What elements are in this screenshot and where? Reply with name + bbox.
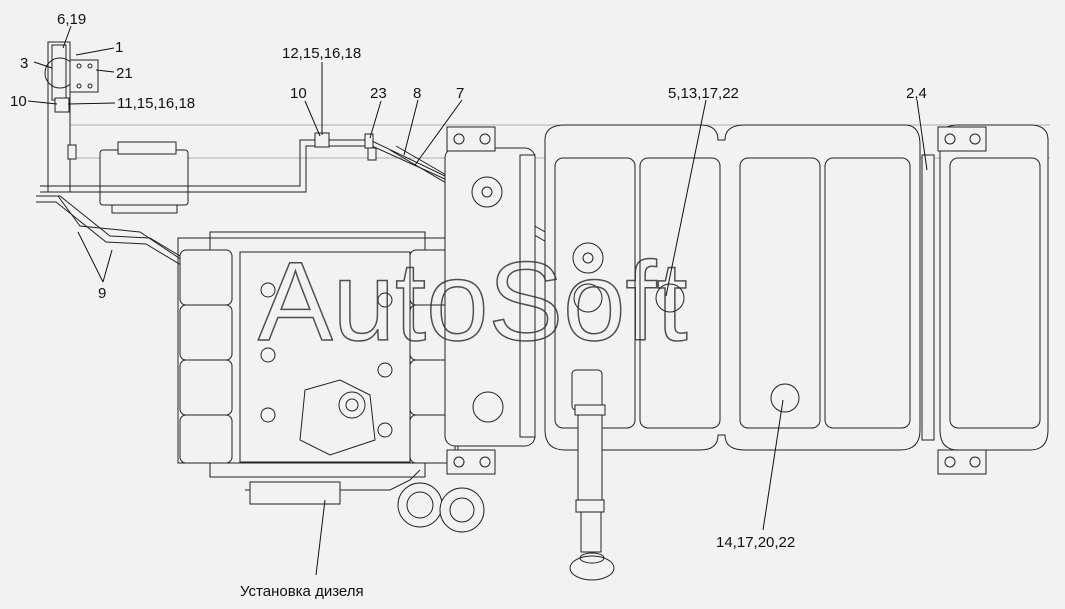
callout-23: 23	[370, 85, 387, 102]
engine-block	[177, 231, 459, 505]
callout-14-17-20-22: 14,17,20,22	[716, 534, 795, 551]
callout-8: 8	[413, 85, 421, 102]
callout-5-13-17-22: 5,13,17,22	[668, 85, 739, 102]
callout-7: 7	[456, 85, 464, 102]
callout-1: 1	[115, 39, 123, 56]
engine-label: Установка дизеля	[240, 583, 364, 600]
callout-2-4: 2,4	[906, 85, 927, 102]
fuel-tank-main	[544, 124, 921, 451]
aux-unit	[99, 141, 189, 214]
filter-bracket	[44, 41, 99, 193]
callout-11-15-16-18: 11,15,16,18	[117, 95, 195, 112]
callout-21: 21	[116, 65, 133, 82]
callout-10-center: 10	[290, 85, 307, 102]
fuel-tank-left	[444, 126, 536, 475]
leader-lines	[27, 25, 928, 576]
filler-neck	[569, 369, 615, 581]
watermark: AutoSoft	[258, 239, 688, 364]
callouts: 6,19 1 3 21 10 11,15,16,18 12,15,16,18 1…	[10, 11, 927, 600]
callout-12-15-16-18: 12,15,16,18	[282, 45, 361, 62]
callout-9: 9	[98, 285, 106, 302]
callout-10-left: 10	[10, 93, 27, 110]
callout-6-19: 6,19	[57, 11, 86, 28]
fuel-tank-right	[921, 124, 1049, 475]
oil-filters	[397, 482, 485, 533]
callout-3: 3	[20, 55, 28, 72]
